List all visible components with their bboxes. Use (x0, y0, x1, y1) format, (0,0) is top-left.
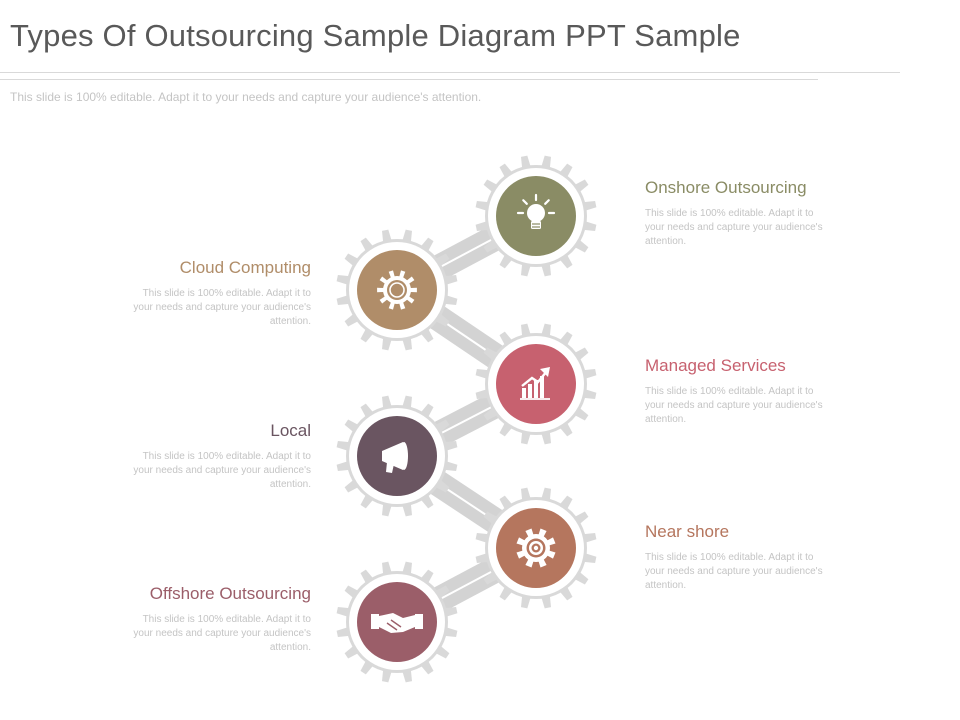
item-description-cloud-computing: This slide is 100% editable. Adapt it to… (133, 288, 311, 327)
gear-layer (336, 155, 597, 683)
item-label-onshore-outsourcing: Onshore Outsourcing (645, 178, 807, 197)
item-label-cloud-computing: Cloud Computing (179, 258, 311, 277)
cog-icon (377, 270, 417, 310)
title-underline-inner (0, 79, 818, 80)
gear-onshore-outsourcing (475, 155, 597, 277)
item-block-near-shore: Near shore This slide is 100% editable. … (645, 522, 845, 592)
item-label-managed-services: Managed Services (645, 356, 786, 375)
gear-offshore-outsourcing (336, 561, 458, 683)
item-label-local: Local (270, 421, 311, 440)
item-block-local: Local This slide is 100% editable. Adapt… (111, 421, 311, 491)
item-label-near-shore: Near shore (645, 522, 730, 541)
gear-local (336, 395, 458, 517)
item-description-offshore-outsourcing: This slide is 100% editable. Adapt it to… (133, 614, 311, 653)
megaphone-icon (382, 442, 408, 473)
gear-near-shore (475, 487, 597, 609)
item-block-onshore-outsourcing: Onshore Outsourcing This slide is 100% e… (645, 178, 845, 248)
subtitle: This slide is 100% editable. Adapt it to… (10, 90, 482, 104)
gear-cloud-computing (336, 229, 458, 351)
growth-chart-icon (520, 367, 550, 400)
page-title: Types Of Outsourcing Sample Diagram PPT … (10, 18, 741, 53)
handshake-icon (371, 613, 423, 633)
lightbulb-icon (516, 193, 556, 229)
item-description-near-shore: This slide is 100% editable. Adapt it to… (645, 552, 823, 591)
item-block-cloud-computing: Cloud Computing This slide is 100% edita… (111, 258, 311, 328)
target-gear-icon (516, 528, 556, 568)
item-description-onshore-outsourcing: This slide is 100% editable. Adapt it to… (645, 208, 823, 247)
item-block-offshore-outsourcing: Offshore Outsourcing This slide is 100% … (111, 584, 311, 654)
gear-managed-services (475, 323, 597, 445)
item-label-offshore-outsourcing: Offshore Outsourcing (149, 584, 311, 603)
item-description-managed-services: This slide is 100% editable. Adapt it to… (645, 386, 823, 425)
item-description-local: This slide is 100% editable. Adapt it to… (133, 451, 311, 490)
item-block-managed-services: Managed Services This slide is 100% edit… (645, 356, 845, 426)
title-underline (0, 72, 900, 73)
